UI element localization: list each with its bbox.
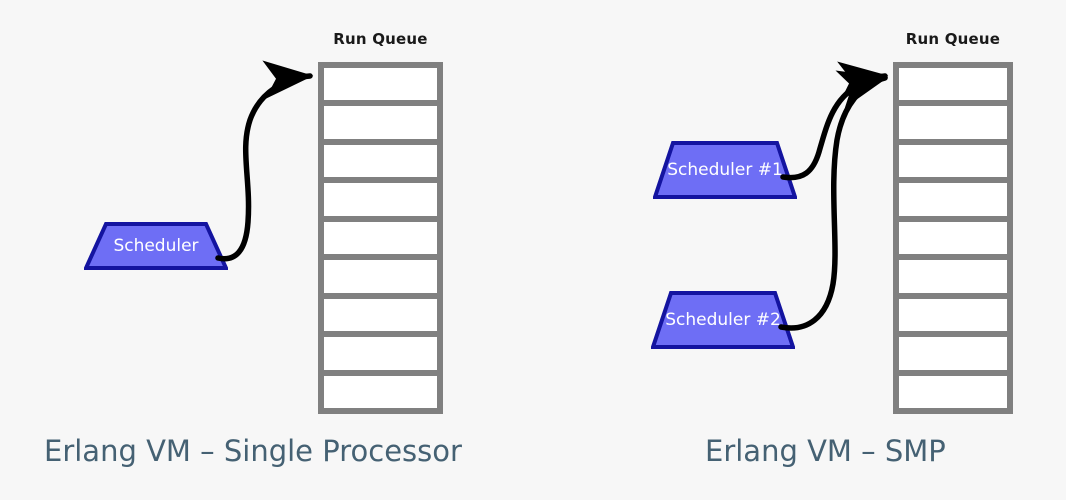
- scheduler-2-label: Scheduler #2: [665, 309, 781, 330]
- run-queue-label: Run Queue: [333, 30, 428, 48]
- run-queue-cell[interactable]: [324, 298, 437, 332]
- run-queue-cell[interactable]: [899, 298, 1007, 332]
- run-queue-cell[interactable]: [899, 260, 1007, 293]
- run-queue-cell[interactable]: [899, 68, 1007, 101]
- arrow-layer-single: [215, 60, 314, 262]
- run-queue-label: Run Queue: [905, 30, 1001, 48]
- scheduler-2-node[interactable]: Scheduler #2: [651, 291, 795, 349]
- run-queue-cell[interactable]: [324, 337, 437, 370]
- run-queue-cell[interactable]: [324, 144, 437, 178]
- run-queue-cell[interactable]: [899, 337, 1007, 370]
- trapezoid-shape: [84, 222, 228, 270]
- trapezoid-shape: [651, 291, 795, 349]
- run-queue-cell[interactable]: [899, 221, 1007, 255]
- run-queue-cell[interactable]: [324, 221, 437, 255]
- scheduler-1-label: Scheduler #1: [667, 159, 783, 180]
- run-queue-cell[interactable]: [899, 183, 1007, 216]
- scheduler-label: Scheduler: [113, 235, 199, 256]
- arrow-scheduler-to-queue: [215, 60, 314, 262]
- scheduler-1-node[interactable]: Scheduler #1: [653, 141, 797, 199]
- run-queue-cell[interactable]: [899, 106, 1007, 139]
- run-queue-cell[interactable]: [324, 260, 437, 293]
- panel-caption-single: Erlang VM – Single Processor: [44, 434, 462, 468]
- run-queue-cell[interactable]: [899, 375, 1007, 408]
- run-queue: [318, 62, 443, 414]
- panel-smp: Run Queue Scheduler #1: [533, 0, 1066, 500]
- run-queue-cell[interactable]: [324, 68, 437, 101]
- run-queue-cell[interactable]: [324, 106, 437, 139]
- panel-caption-smp: Erlang VM – SMP: [705, 434, 946, 468]
- run-queue-cell[interactable]: [899, 144, 1007, 178]
- panel-single-processor: Run Queue Scheduler: [44, 30, 462, 468]
- run-queue-cell[interactable]: [324, 375, 437, 408]
- scheduler-node[interactable]: Scheduler: [84, 222, 228, 270]
- run-queue-cell[interactable]: [324, 183, 437, 216]
- run-queue: [893, 62, 1013, 414]
- arrow-scheduler-1-to-queue: [780, 61, 889, 181]
- arrow-scheduler-2-to-queue: [778, 70, 889, 331]
